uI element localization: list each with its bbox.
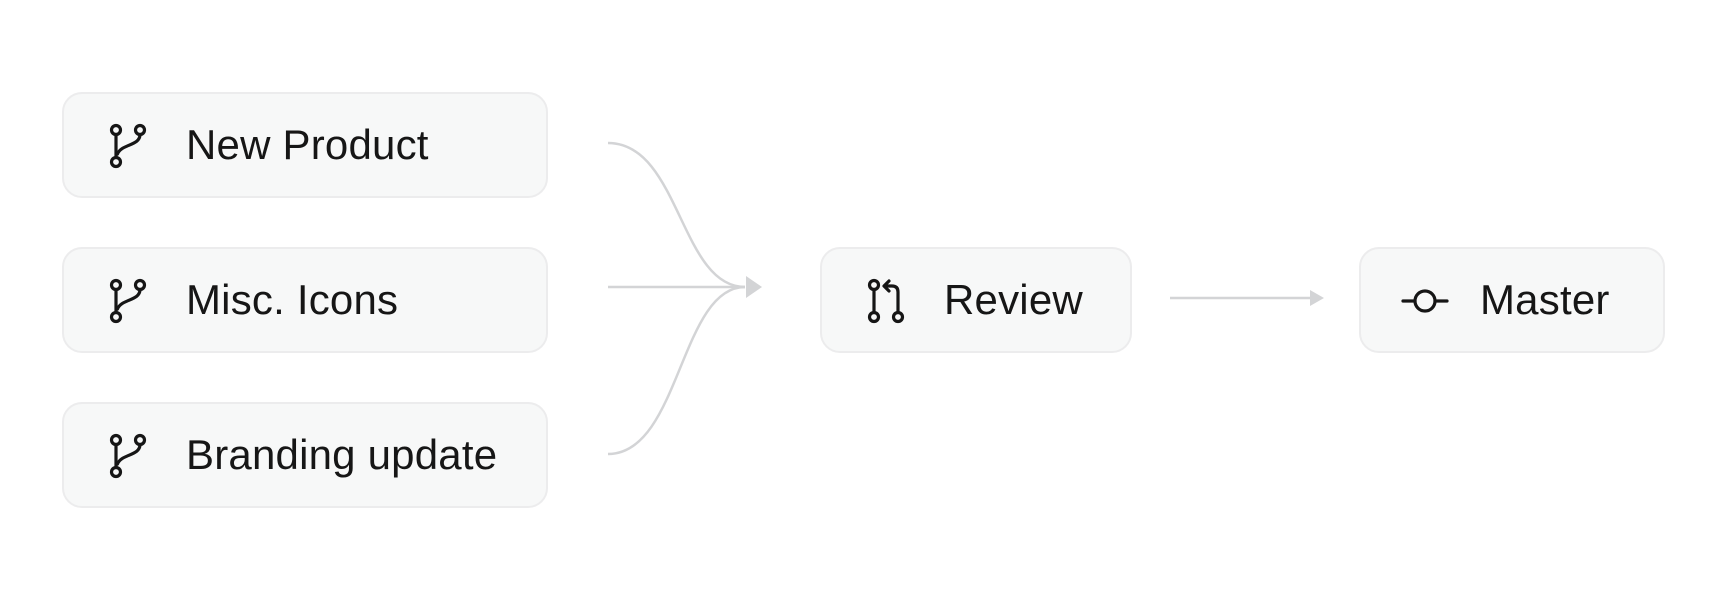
git-branch-icon	[108, 433, 148, 479]
connector-new-product-to-review	[607, 141, 746, 289]
master-label: Master	[1480, 276, 1610, 323]
git-branch-icon	[108, 278, 148, 324]
branch-node-misc-icons[interactable]: Misc. Icons	[62, 247, 548, 353]
branch-label: Misc. Icons	[186, 276, 399, 323]
git-branch-icon	[108, 123, 148, 169]
branch-label: Branding update	[186, 431, 498, 478]
git-commit-icon	[1401, 278, 1449, 324]
connector-branding-update-to-review	[607, 285, 746, 456]
git-pull-request-icon	[866, 278, 906, 324]
master-node[interactable]: Master	[1359, 247, 1665, 353]
branch-node-new-product[interactable]: New Product	[62, 92, 548, 198]
arrowhead-review	[746, 276, 762, 298]
branch-label: New Product	[186, 121, 429, 168]
branch-node-branding-update[interactable]: Branding update	[62, 402, 548, 508]
arrowhead-master	[1310, 290, 1324, 306]
review-node[interactable]: Review	[820, 247, 1132, 353]
review-label: Review	[944, 276, 1083, 323]
